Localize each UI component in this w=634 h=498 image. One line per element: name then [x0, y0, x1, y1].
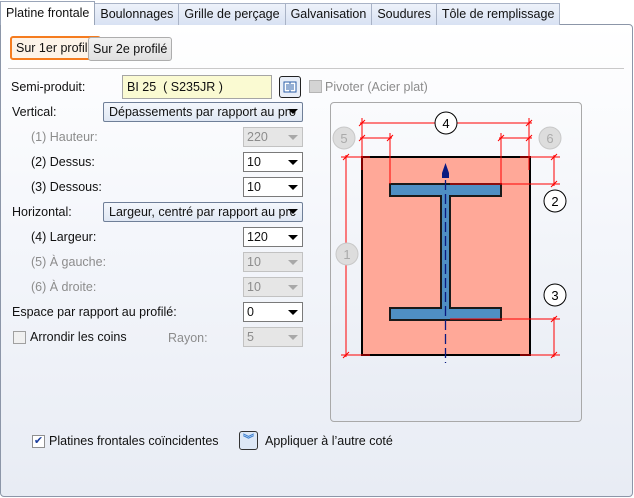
hauteur-label: (1) Hauteur:	[31, 130, 98, 144]
horizontal-mode-value: Largeur, centré par rapport au prc	[109, 205, 296, 219]
double-chevron-down-icon: ︾	[243, 434, 254, 446]
marker-5: 5	[332, 126, 356, 150]
largeur-label: (4) Largeur:	[31, 230, 97, 244]
dessus-label: (2) Dessus:	[31, 155, 95, 169]
chevron-down-icon	[288, 109, 298, 114]
svg-text:4: 4	[442, 116, 449, 131]
svg-text:6: 6	[546, 131, 553, 146]
dessous-value: 10	[247, 180, 261, 194]
marker-4: 4	[434, 111, 458, 135]
hauteur-value: 220	[247, 130, 268, 144]
chevron-down-icon	[288, 209, 298, 214]
dessus-combo[interactable]: 10	[243, 152, 303, 172]
apply-other-side-label: Appliquer à l’autre coté	[265, 434, 393, 448]
tab-platine-frontale[interactable]: Platine frontale	[0, 1, 96, 25]
marker-1: 1	[335, 242, 359, 266]
coincident-checkbox[interactable]: ✔	[32, 435, 45, 448]
tab-grille-percage[interactable]: Grille de perçage	[178, 3, 286, 25]
rayon-combo[interactable]: 5	[243, 327, 303, 347]
dessous-label: (3) Dessous:	[31, 180, 102, 194]
chevron-down-icon	[288, 135, 298, 140]
espace-value: 0	[247, 305, 254, 319]
svg-text:1: 1	[343, 247, 350, 262]
pivot-checkbox[interactable]	[309, 80, 322, 93]
second-profile-button[interactable]: Sur 2e profilé	[88, 37, 173, 61]
semi-produit-label: Semi-produit:	[11, 80, 86, 94]
gauche-label: (5) À gauche:	[31, 255, 107, 269]
tab-boulonnages[interactable]: Boulonnages	[94, 3, 180, 25]
apply-other-side-button[interactable]: ︾	[239, 431, 258, 450]
rayon-value: 5	[247, 330, 254, 344]
tab-galvanisation[interactable]: Galvanisation	[284, 3, 373, 25]
chevron-down-icon	[288, 285, 298, 290]
library-button[interactable]	[279, 76, 301, 98]
pivot-label: Pivoter (Acier plat)	[325, 80, 428, 94]
dessous-combo[interactable]: 10	[243, 177, 303, 197]
largeur-value: 120	[247, 230, 268, 244]
end-plate-diagram: 4 5 6 1 2 3	[332, 111, 567, 363]
separator	[8, 68, 624, 69]
arrondir-checkbox[interactable]	[13, 331, 26, 344]
marker-3: 3	[543, 283, 567, 307]
semi-produit-input[interactable]: BI 25 ( S235JR )	[122, 75, 272, 99]
chevron-down-icon	[288, 160, 298, 165]
droite-combo[interactable]: 10	[243, 277, 303, 297]
droite-value: 10	[247, 280, 261, 294]
svg-text:2: 2	[551, 194, 558, 209]
chevron-down-icon	[288, 260, 298, 265]
espace-combo[interactable]: 0	[243, 302, 303, 322]
chevron-down-icon	[288, 335, 298, 340]
chevron-down-icon	[288, 310, 298, 315]
vertical-mode-select[interactable]: Dépassements par rapport au pro	[103, 102, 303, 122]
arrondir-label: Arrondir les coins	[30, 330, 127, 344]
dessus-value: 10	[247, 155, 261, 169]
horizontal-mode-select[interactable]: Largeur, centré par rapport au prc	[103, 202, 303, 222]
chevron-down-icon	[288, 235, 298, 240]
marker-2: 2	[543, 189, 567, 213]
svg-text:5: 5	[340, 131, 347, 146]
marker-6: 6	[538, 126, 562, 150]
coincident-label: Platines frontales coïncidentes	[49, 434, 219, 448]
gauche-combo[interactable]: 10	[243, 252, 303, 272]
svg-text:3: 3	[551, 288, 558, 303]
vertical-label: Vertical:	[12, 105, 57, 119]
rayon-label: Rayon:	[168, 331, 208, 345]
tab-bar: Platine frontale Boulonnages Grille de p…	[0, 1, 561, 25]
hauteur-combo[interactable]: 220	[243, 127, 303, 147]
library-icon	[283, 81, 297, 93]
tab-tole-remplissage[interactable]: Tôle de remplissage	[435, 3, 561, 25]
espace-label: Espace par rapport au profilé:	[12, 305, 177, 319]
tab-soudures[interactable]: Soudures	[371, 3, 437, 25]
arrow-up-icon	[442, 163, 449, 178]
vertical-mode-value: Dépassements par rapport au pro	[109, 105, 296, 119]
largeur-combo[interactable]: 120	[243, 227, 303, 247]
droite-label: (6) À droite:	[31, 280, 97, 294]
gauche-value: 10	[247, 255, 261, 269]
chevron-down-icon	[288, 185, 298, 190]
first-profile-button[interactable]: Sur 1er profilé	[10, 36, 101, 60]
horizontal-label: Horizontal:	[12, 205, 72, 219]
